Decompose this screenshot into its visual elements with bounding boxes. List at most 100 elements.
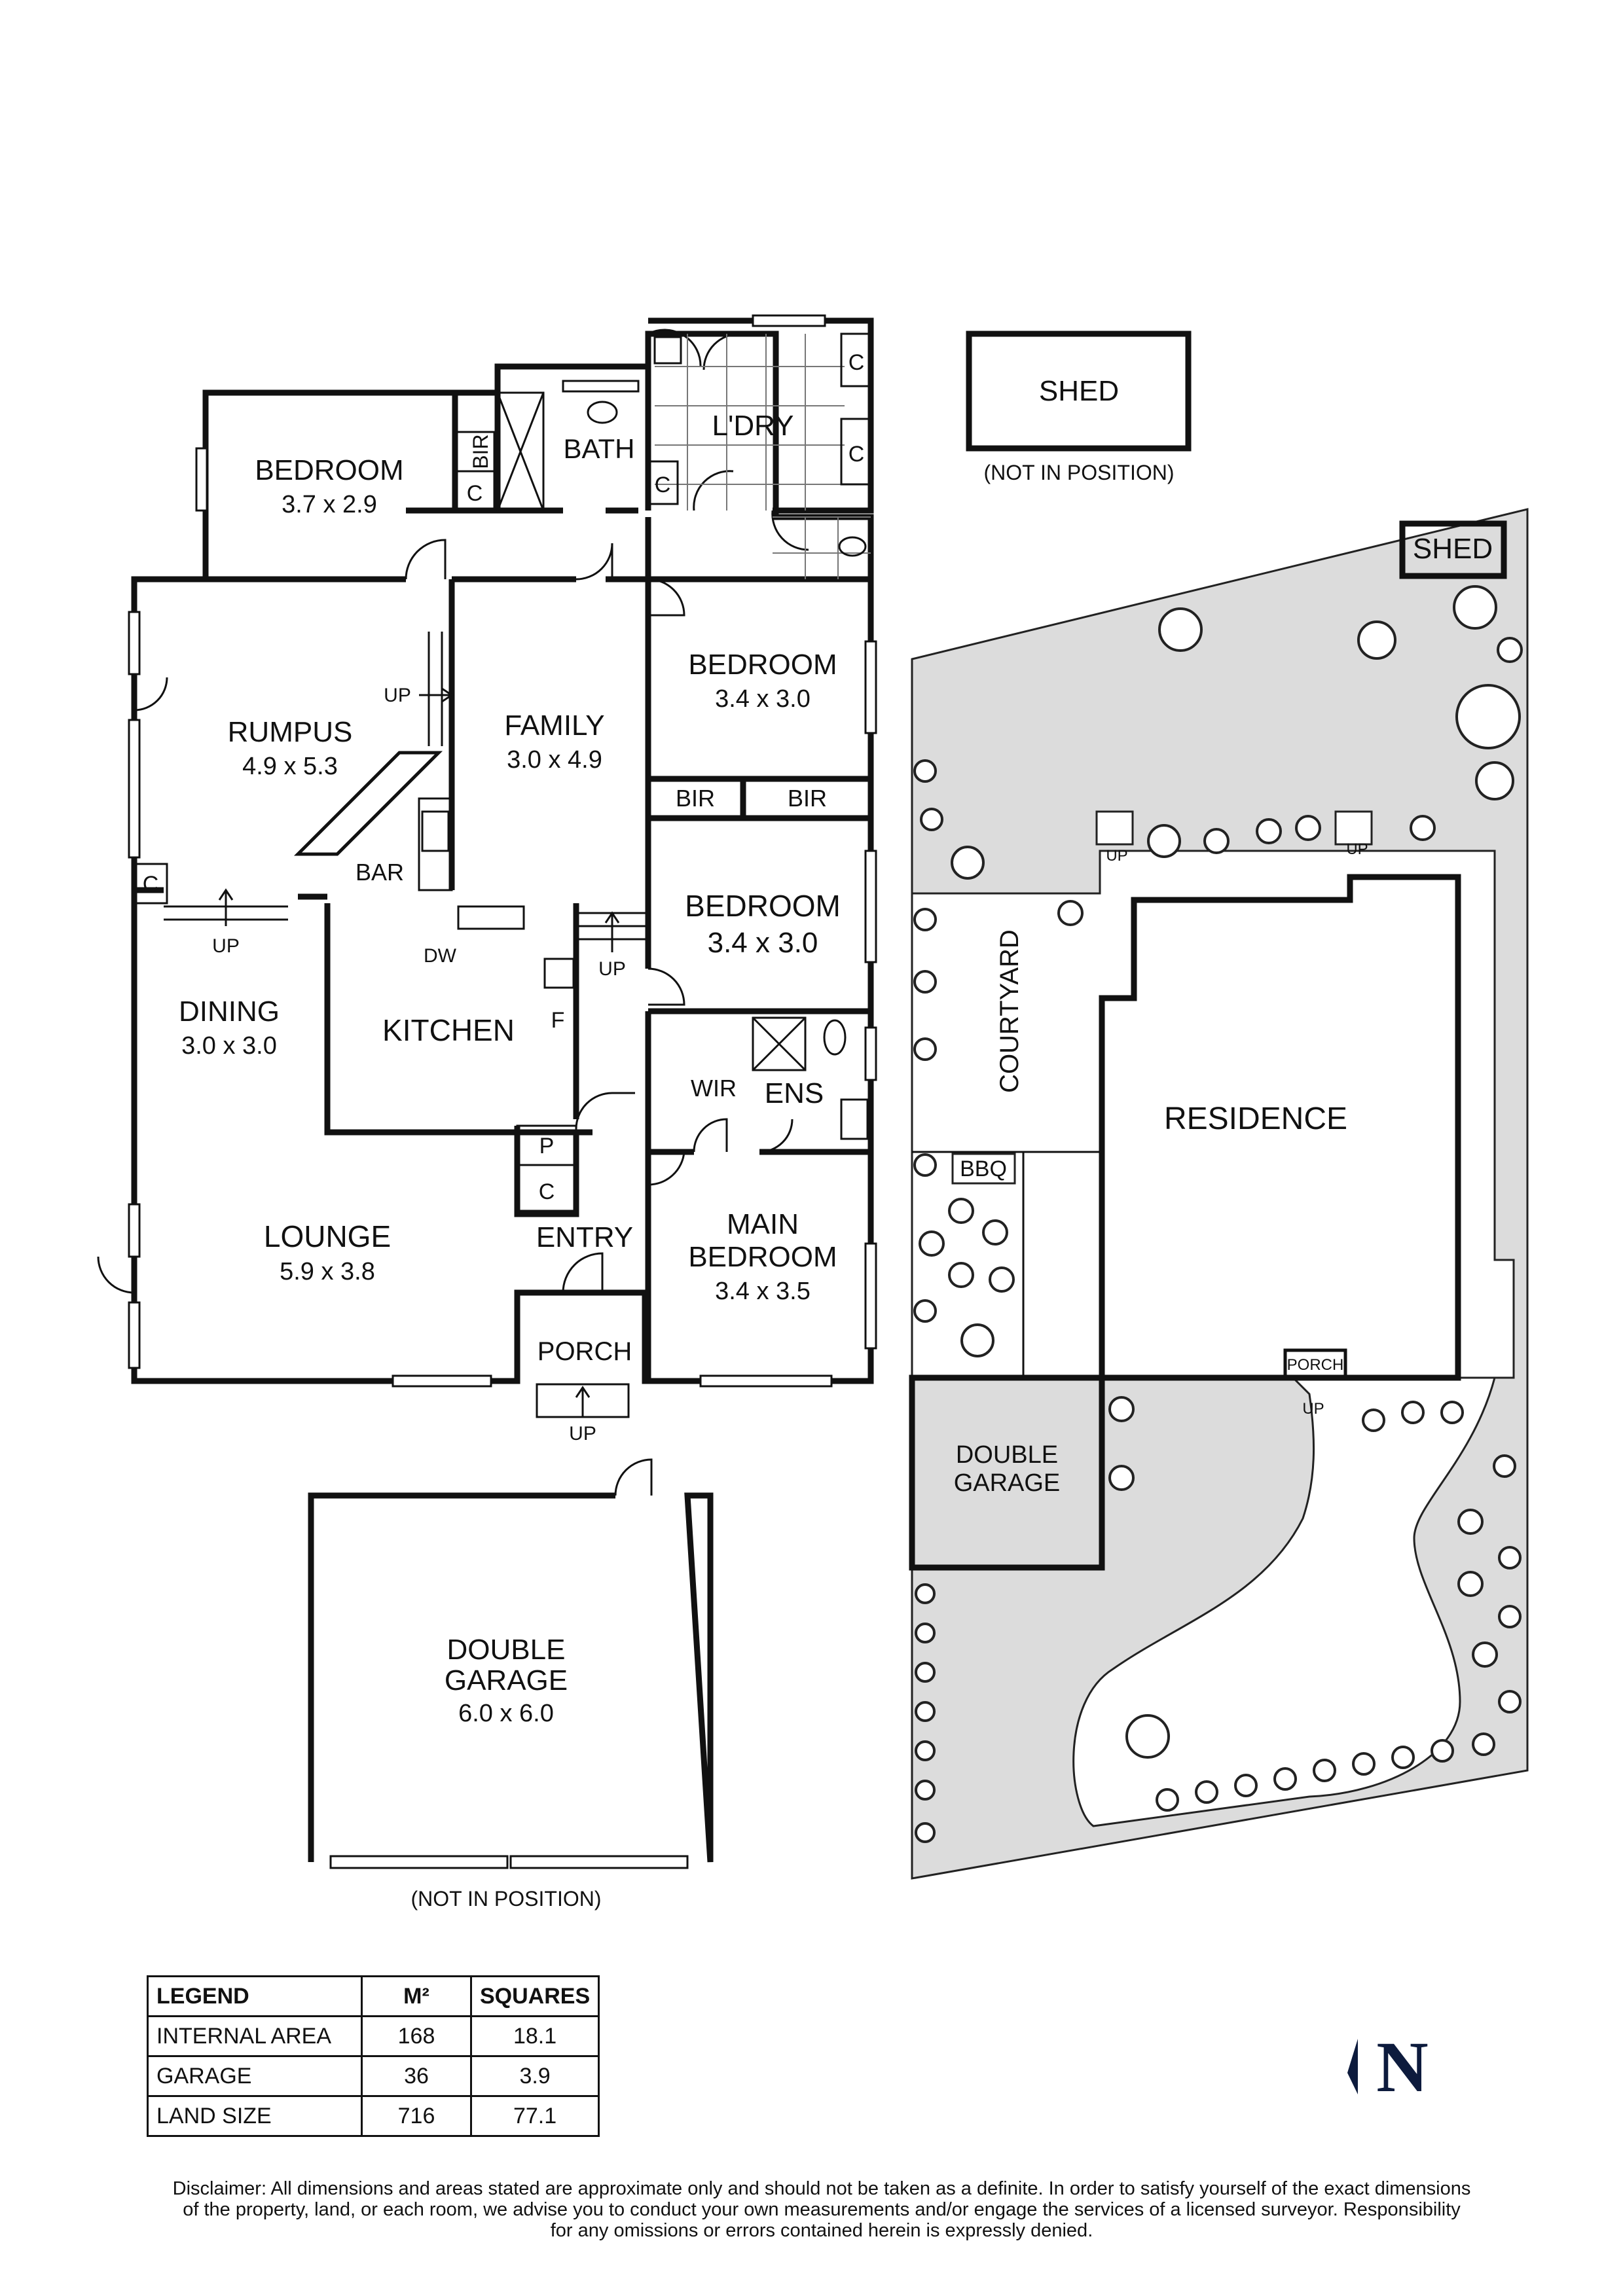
legend-squares: 77.1	[469, 2095, 600, 2137]
room-size-main-bedroom: 3.4 x 3.5	[715, 1278, 811, 1305]
tree-icon	[1475, 761, 1514, 800]
vanity	[840, 1098, 869, 1140]
tree-icon	[948, 1198, 974, 1224]
garden-path	[1072, 1376, 1496, 1827]
room-size-garage: 6.0 x 6.0	[458, 1700, 554, 1727]
bath-basin	[587, 401, 618, 424]
tree-icon	[1440, 1401, 1464, 1424]
window	[392, 1374, 492, 1388]
legend-header: SQUARES	[469, 1975, 600, 2017]
site-steps	[1095, 810, 1134, 846]
fixture-c: C	[848, 350, 865, 375]
tree-icon	[913, 759, 937, 783]
tree-icon	[1156, 1788, 1179, 1812]
tree-icon	[1108, 1465, 1135, 1491]
tree-icon	[913, 1037, 937, 1061]
door-swing	[562, 1252, 604, 1293]
closet	[647, 460, 679, 505]
tree-icon	[1401, 1401, 1425, 1424]
tree-icon	[1455, 684, 1521, 749]
tree-icon	[1147, 824, 1181, 858]
cooktop	[543, 958, 575, 989]
tree-icon	[1457, 1509, 1484, 1535]
room-name-bedroom-e2: BEDROOM	[685, 889, 841, 923]
floor-plan: BEDROOM 3.7 x 2.9 RUMPUS 4.9 x 5.3 FAMIL…	[97, 314, 1192, 1910]
site-porch	[1283, 1348, 1347, 1380]
door-swing	[693, 470, 734, 511]
laundry-tub	[653, 336, 682, 365]
legend-row: LAND SIZE 716 77.1	[147, 2095, 600, 2137]
disclaimer-line: Disclaimer: All dimensions and areas sta…	[172, 2178, 1471, 2199]
tree-icon	[1431, 1739, 1454, 1763]
site-courtyard-label: COURTYARD	[995, 929, 1024, 1093]
site-steps	[1334, 810, 1373, 846]
shed-note: (NOT IN POSITION)	[984, 461, 1175, 484]
closet	[840, 418, 872, 486]
site-bbq-label: BBQ	[960, 1157, 1007, 1181]
disclaimer-line: of the property, land, or each room, we …	[183, 2199, 1461, 2220]
tree-icon	[915, 1740, 936, 1761]
tree-icon	[1273, 1767, 1297, 1791]
tree-icon	[913, 1299, 937, 1323]
tree-icon	[1313, 1759, 1336, 1782]
tree-icon	[915, 1623, 936, 1643]
window	[752, 314, 826, 327]
tree-icon	[913, 908, 937, 931]
garage-roller-door	[509, 1855, 689, 1869]
closet	[516, 1164, 577, 1212]
room-size-lounge: 5.9 x 3.8	[280, 1258, 375, 1285]
legend-label: LAND SIZE	[147, 2095, 363, 2137]
door-swing	[575, 543, 613, 581]
site-garage-label-line1: DOUBLE	[956, 1441, 1058, 1469]
door-swing	[134, 677, 168, 711]
room-name-bath: BATH	[564, 433, 635, 464]
laundry-toilet	[838, 536, 867, 557]
site-shed-wall	[1399, 520, 1507, 579]
door-swing	[647, 329, 702, 367]
room-name-garage-line2: GARAGE	[445, 1664, 568, 1696]
site-up-label: UP	[1302, 1400, 1324, 1418]
room-name-garage-line1: DOUBLE	[447, 1634, 566, 1666]
shower-drain-cross	[496, 392, 545, 511]
closet	[133, 863, 168, 905]
door-swing	[405, 539, 447, 580]
window	[128, 719, 141, 859]
closet	[840, 332, 872, 387]
window	[864, 850, 877, 963]
tree-icon	[1472, 1732, 1495, 1756]
room-name-wir: WIR	[691, 1075, 737, 1102]
room-name-rumpus: RUMPUS	[228, 716, 353, 748]
legend-label: INTERNAL AREA	[147, 2015, 363, 2057]
fixture-bir: BIR	[676, 785, 715, 812]
window	[128, 1301, 141, 1369]
door-swing	[647, 967, 685, 1006]
tree-icon	[919, 1230, 945, 1257]
fixture-f: F	[551, 1008, 565, 1033]
door-swing	[759, 1119, 793, 1153]
legend-table: LEGEND M² SQUARES INTERNAL AREA 168 18.1…	[147, 1975, 600, 2137]
fixture-bir: BIR	[469, 434, 492, 469]
room-name-family: FAMILY	[504, 709, 604, 742]
tree-icon	[1158, 607, 1203, 652]
room-size-rumpus: 4.9 x 5.3	[242, 753, 338, 780]
site-up-label: UP	[1346, 840, 1368, 858]
tree-icon	[915, 1583, 936, 1604]
closet	[454, 470, 496, 512]
legend-m2: 36	[361, 2055, 472, 2097]
interior-wall-porch	[514, 1293, 648, 1381]
tree-icon	[915, 1701, 936, 1722]
interior-wall-rumpus-south	[134, 887, 327, 900]
tree-icon	[1498, 1690, 1522, 1713]
room-name-porch: PORCH	[538, 1337, 632, 1366]
site-up-label: UP	[1106, 847, 1127, 865]
window	[864, 640, 877, 734]
garage-roller-door	[329, 1855, 509, 1869]
window	[699, 1374, 833, 1388]
window	[128, 611, 141, 675]
room-size-dining: 3.0 x 3.0	[181, 1032, 277, 1060]
tree-icon	[915, 1780, 936, 1801]
room-size-family: 3.0 x 4.9	[507, 746, 602, 774]
tree-icon	[1057, 900, 1084, 926]
site-plan: SHED COURTYARD RESIDENCE BBQ PORCH UP UP…	[909, 508, 1529, 1880]
room-name-bedroom-nw: BEDROOM	[255, 454, 403, 486]
